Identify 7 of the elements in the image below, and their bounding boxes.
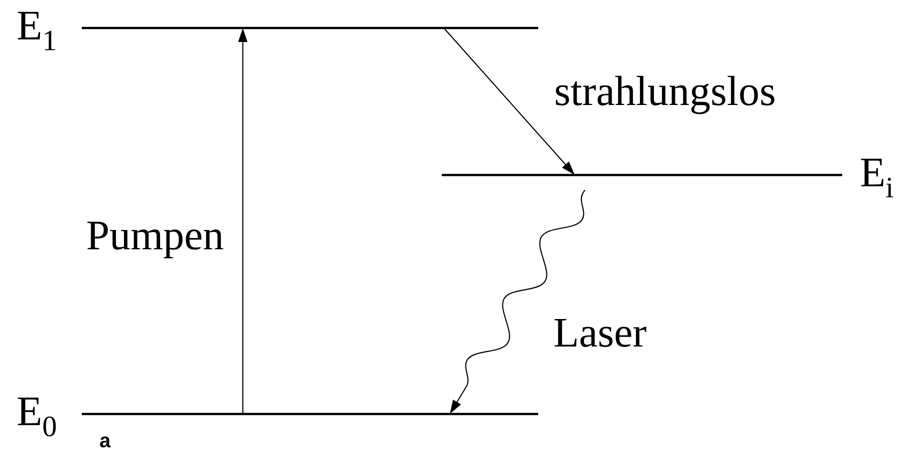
edge-label: Laser [554, 319, 646, 347]
energy-level: E$_{i}$ [442, 158, 894, 198]
energy-level: E$_{0}$ [18, 398, 538, 436]
panel-letter: a [100, 436, 111, 448]
edge-label: strahlungslos [556, 76, 774, 114]
edge-label: Pumpen [87, 222, 224, 258]
energy-level: E$_{1}$ [18, 12, 538, 50]
